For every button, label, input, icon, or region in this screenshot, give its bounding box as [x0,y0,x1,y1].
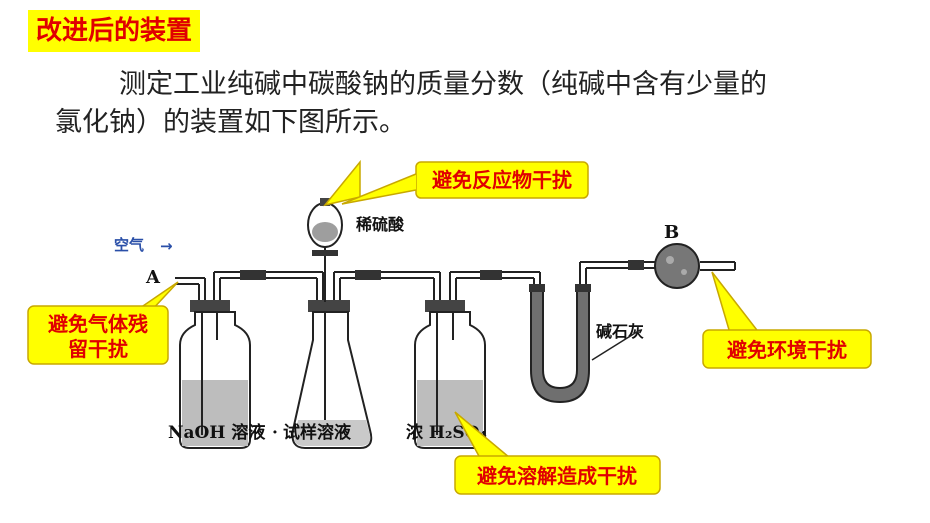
point-a-label: A [145,267,161,288]
soda-lime-pointer [591,329,641,361]
callout-residual-line1: 避免气体残 [48,312,148,336]
tubing [175,261,736,302]
sample-solution-label: 试样溶液 [283,422,351,443]
callout-environment: 避免环境干扰 [702,271,872,369]
u-tube [529,284,591,404]
paragraph-line-1: 测定工业纯碱中碳酸钠的质量分数（纯碱中含有少量的 [119,69,767,100]
air-arrow: → [160,237,173,255]
slide-title: 改进后的装置 [28,10,201,52]
paragraph-line-2: 氯化钠）的装置如下图所示。 [55,107,406,138]
label-separator: · [272,423,278,443]
soda-lime-label: 碱石灰 [596,322,644,341]
callout-dissolve: 避免溶解造成干扰 [454,411,661,495]
callout-environment-text: 避免环境干扰 [727,338,847,362]
dilute-acid-label: 稀硫酸 [356,215,405,234]
drying-bulb-b [654,243,700,289]
callout-residual-line2: 留干扰 [68,337,128,361]
air-label: 空气 [114,236,144,254]
callout-residual: 避免气体残 留干扰 [27,281,179,365]
callout-dissolve-text: 避免溶解造成干扰 [477,464,637,488]
callout-reactant-text: 避免反应物干扰 [432,168,572,192]
point-b-label: B [664,222,679,243]
naoh-bottle [179,300,251,449]
rubber-connectors [240,260,644,280]
naoh-label: NaOH 溶液 [168,422,265,443]
sample-flask [291,198,373,449]
callout-reactant: 避免反应物干扰 [323,159,589,207]
